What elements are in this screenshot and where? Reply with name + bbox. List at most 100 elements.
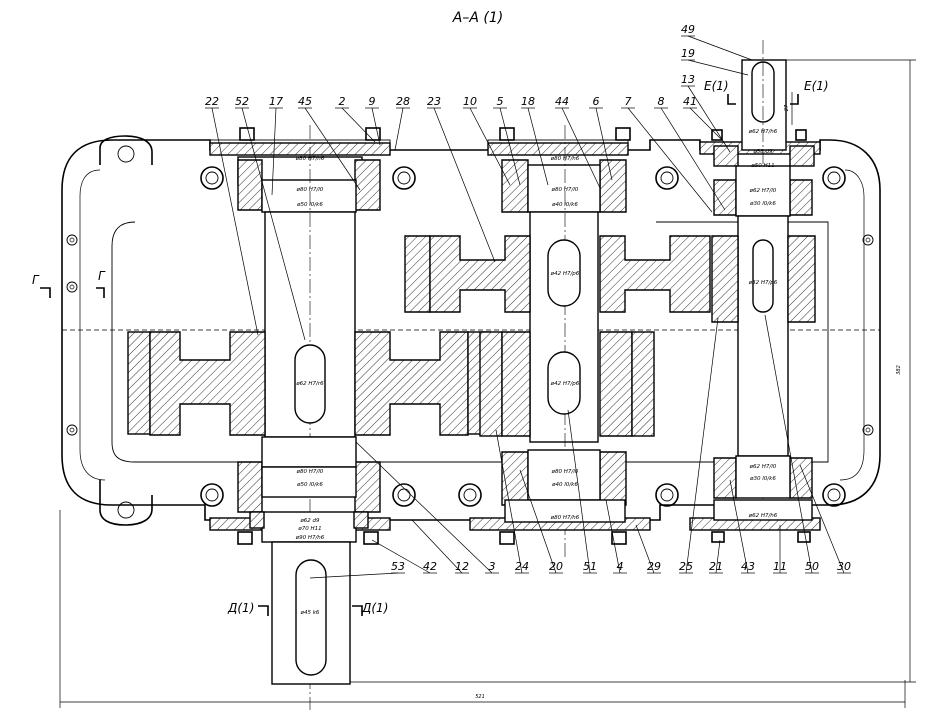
svg-text:ø80 H7/h6: ø80 H7/h6 — [550, 156, 580, 162]
svg-text:ø62 H7/l0: ø62 H7/l0 — [749, 188, 777, 194]
bottom-leader-42 — [371, 539, 431, 574]
svg-text:ø45 k6: ø45 k6 — [300, 610, 320, 616]
svg-text:382: 382 — [896, 365, 902, 375]
svg-text:Д(1): Д(1) — [361, 601, 388, 615]
top-leader-17 — [271, 107, 277, 196]
svg-text:ø62 H7/h6: ø62 H7/h6 — [748, 513, 778, 519]
svg-text:ø62 H7/l0: ø62 H7/l0 — [749, 464, 777, 470]
part-callout-19: 19 — [681, 47, 695, 60]
input-shaft-assembly — [127, 125, 491, 710]
top-leader-9 — [371, 107, 381, 146]
svg-text:Е(1): Е(1) — [804, 79, 829, 93]
svg-text:ø30 l0/k6: ø30 l0/k6 — [749, 201, 776, 207]
top-leader-52 — [241, 107, 306, 341]
bottom-leader-25 — [685, 317, 719, 574]
part-callout-21: 21 — [709, 560, 723, 573]
part-callout-29: 29 — [647, 560, 661, 573]
bottom-leader-21 — [715, 539, 721, 574]
svg-text:ø62 H7/r6: ø62 H7/r6 — [295, 381, 324, 387]
top-leader-49 — [687, 35, 753, 61]
part-callout-10: 10 — [463, 95, 477, 108]
svg-text:ø80 H7/h6: ø80 H7/h6 — [550, 515, 580, 521]
svg-text:ø80 H7/l0: ø80 H7/l0 — [551, 187, 579, 193]
output-shaft-assembly — [689, 40, 821, 531]
part-callout-42: 42 — [423, 560, 437, 573]
part-callout-23: 23 — [427, 95, 441, 108]
top-leader-10 — [469, 107, 511, 186]
bottom-leader-53 — [309, 572, 399, 579]
view-markers: Г Г Д(1) Д(1) Е(1) Е(1) — [32, 79, 829, 616]
part-callout-8: 8 — [658, 95, 665, 108]
svg-text:ø80 H7/l0: ø80 H7/l0 — [296, 469, 324, 475]
bottom-leader-12 — [411, 519, 463, 574]
svg-text:ø80 H7/l0: ø80 H7/l0 — [551, 469, 579, 475]
part-callout-12: 12 — [455, 560, 469, 573]
part-callout-13: 13 — [681, 73, 695, 86]
bottom-leader-20 — [519, 469, 557, 574]
part-callout-18: 18 — [521, 95, 535, 108]
svg-text:Е(1): Е(1) — [704, 79, 729, 93]
top-leader-13 — [687, 85, 731, 153]
svg-text:Д(1): Д(1) — [227, 601, 254, 615]
part-callout-5: 5 — [497, 95, 504, 108]
top-leader-8 — [660, 107, 726, 211]
svg-text:ø62 d9: ø62 d9 — [299, 518, 320, 524]
svg-text:521: 521 — [475, 694, 485, 700]
part-callout-49: 49 — [681, 23, 695, 36]
part-callout-7: 7 — [625, 95, 632, 108]
part-callout-6: 6 — [593, 95, 600, 108]
part-callout-4: 4 — [617, 560, 624, 573]
part-callout-28: 28 — [396, 95, 410, 108]
part-callout-24: 24 — [515, 560, 529, 573]
top-leader-22 — [211, 107, 259, 336]
top-leader-19 — [687, 59, 749, 76]
part-callout-2: 2 — [339, 95, 346, 108]
bottom-leader-24 — [495, 429, 523, 574]
svg-text:ø30 l0/k6: ø30 l0/k6 — [749, 476, 776, 482]
bottom-leader-4 — [605, 499, 621, 574]
svg-text:ø42 H7/p6: ø42 H7/p6 — [550, 271, 580, 277]
part-callout-17: 17 — [269, 95, 283, 108]
svg-text:ø32 H7/p6: ø32 H7/p6 — [748, 280, 778, 286]
svg-text:Г: Г — [98, 269, 106, 283]
part-callout-53: 53 — [391, 560, 405, 573]
part-callout-52: 52 — [235, 95, 249, 108]
part-callout-45: 45 — [298, 95, 312, 108]
svg-text:ø40 l0/k6: ø40 l0/k6 — [551, 202, 578, 208]
top-leader-6 — [595, 107, 613, 181]
top-leader-2 — [341, 107, 376, 143]
bottom-leader-43 — [729, 479, 749, 574]
part-callout-3: 3 — [489, 560, 496, 573]
svg-text:ø38 d9: ø38 d9 — [752, 149, 773, 155]
svg-text:ø50 l0/k6: ø50 l0/k6 — [296, 202, 323, 208]
top-leader-23 — [433, 107, 496, 263]
top-leader-28 — [394, 107, 404, 151]
bottom-leader-29 — [635, 524, 655, 574]
part-callout-51: 51 — [583, 560, 597, 573]
svg-text:ø50 H11: ø50 H11 — [750, 163, 774, 169]
bottom-leader-3 — [355, 441, 493, 574]
part-callout-43: 43 — [741, 560, 755, 573]
top-leader-41 — [689, 107, 723, 141]
part-callout-50: 50 — [805, 560, 819, 573]
svg-text:Г: Г — [32, 273, 40, 287]
part-callout-25: 25 — [679, 560, 693, 573]
intermediate-shaft-assembly — [404, 125, 711, 560]
part-callout-11: 11 — [773, 560, 787, 573]
top-leader-7 — [627, 107, 713, 213]
part-callout-30: 30 — [837, 560, 851, 573]
bottom-leader-50 — [764, 314, 813, 574]
svg-text:ø90 H7/h6: ø90 H7/h6 — [295, 535, 325, 541]
top-leader-45 — [304, 107, 361, 191]
part-callout-9: 9 — [369, 95, 376, 108]
housing-bolts — [66, 127, 874, 545]
svg-text:ø40 l0/k6: ø40 l0/k6 — [551, 482, 578, 488]
svg-text:ø42 H7/p6: ø42 H7/p6 — [550, 381, 580, 387]
top-leader-44 — [561, 107, 601, 189]
section-title: А–А (1) — [452, 10, 503, 26]
fit-annotations: ø80 H7/h6 ø80 H7/l0 ø50 l0/k6 ø62 H7/r6 … — [295, 129, 778, 616]
top-leader-5 — [499, 107, 521, 186]
top-leader-18 — [527, 107, 549, 186]
